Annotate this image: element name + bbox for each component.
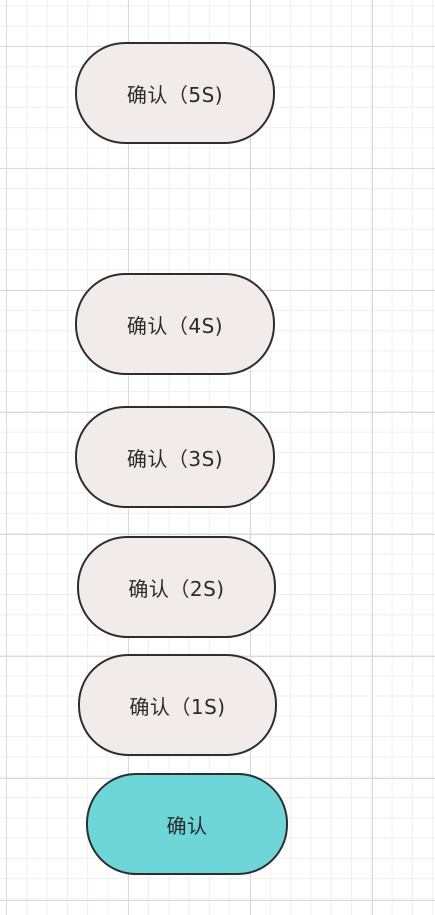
confirm-button-3s[interactable]: 确认（3S)	[75, 406, 275, 508]
confirm-button-label: 确认（2S)	[128, 576, 225, 601]
confirm-button-label: 确认（5S)	[126, 82, 224, 107]
confirm-button-2s[interactable]: 确认（2S)	[77, 536, 276, 638]
confirm-button-1s[interactable]: 确认（1S)	[78, 654, 277, 756]
confirm-button-4s[interactable]: 确认（4S)	[75, 273, 275, 375]
confirm-button-label: 确认（4S)	[126, 313, 224, 338]
confirm-button-5s[interactable]: 确认（5S)	[75, 42, 275, 144]
confirm-button-label: 确认（3S)	[126, 446, 224, 471]
confirm-button-label: 确认（1S)	[129, 694, 226, 719]
confirm-button-label: 确认	[166, 813, 208, 838]
confirm-button-enabled[interactable]: 确认	[86, 773, 288, 875]
